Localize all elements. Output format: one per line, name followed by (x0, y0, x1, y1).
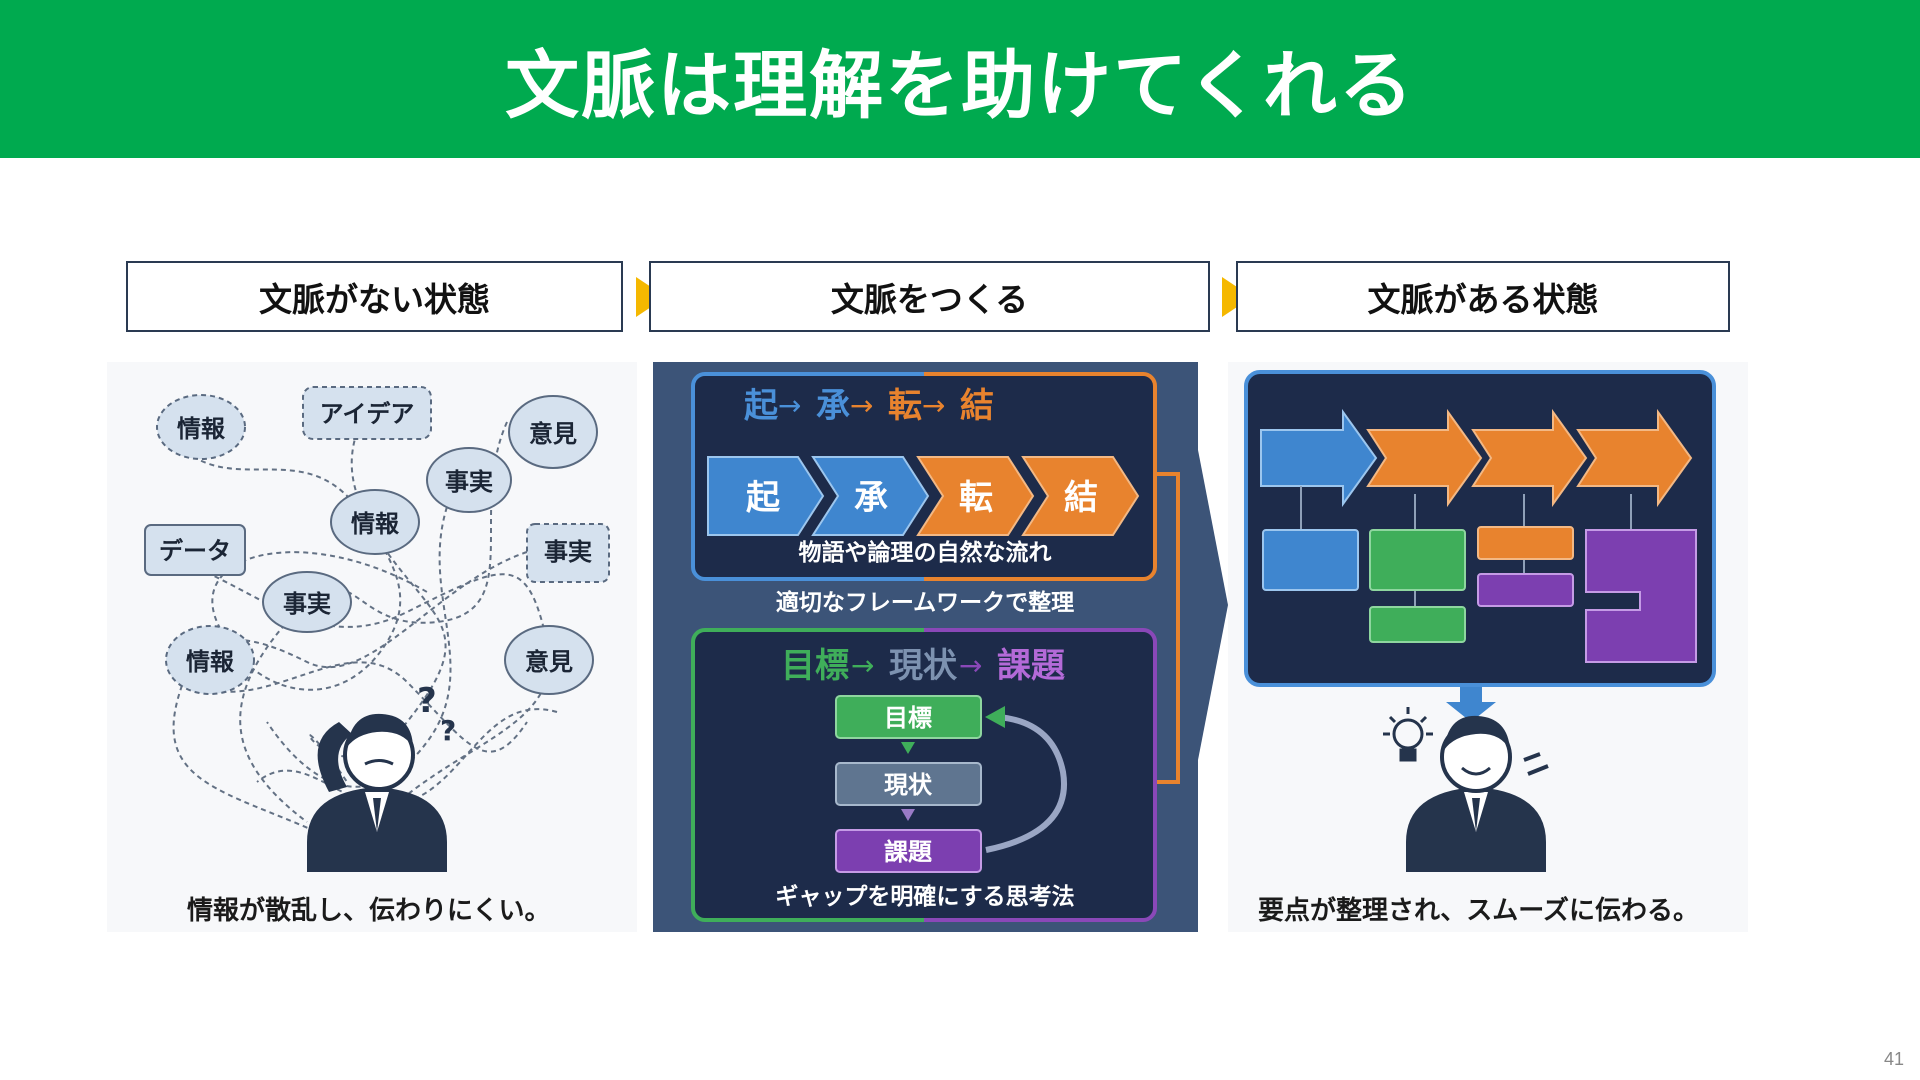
framework-illustration: 起 → 承 → 転 → 結 起 承 転 結 物語や論理の自然な流れ 適切なフレー… (691, 372, 1180, 922)
bubble-label: 事実 (445, 468, 493, 496)
story-heading-ten: 転 (888, 386, 922, 426)
svg-text:?: ? (417, 681, 437, 721)
bubble-label: 事実 (544, 538, 592, 566)
svg-text:目標: 目標 (884, 704, 932, 732)
bubble-label: 情報 (186, 648, 235, 676)
down-arrow-icon (1446, 687, 1496, 722)
gap-heading-arrow: → (959, 649, 982, 682)
bubble-label: 意見 (525, 648, 573, 676)
gap-box-goal: 目標 (835, 695, 982, 739)
story-heading-ketsu: 結 (960, 386, 994, 426)
left-caption: 情報が散乱し、伝わりにくい。 (187, 896, 551, 926)
svg-text:起: 起 (746, 478, 781, 518)
slide-title: 文脈は理解を助けてくれる (505, 42, 1415, 129)
bubble-info-1: 情報 (156, 394, 246, 460)
organized-info-illustration (1228, 362, 1748, 932)
story-arrow-ki: 起 (707, 456, 825, 536)
bubble-label: アイデア (320, 400, 415, 428)
gap-heading-issue: 課題 (997, 646, 1065, 686)
bubble-fact-3: 事実 (526, 523, 610, 583)
story-arrow-ten: 転 (916, 456, 1035, 536)
gap-box-issue: 課題 (835, 829, 982, 873)
title-banner: 文脈は理解を助けてくれる (0, 0, 1920, 158)
bubble-info-2: 情報 (330, 489, 420, 555)
story-heading-ki: 起 (744, 386, 779, 426)
page-number: 41 (1883, 1049, 1904, 1069)
svg-text:現状: 現状 (884, 771, 933, 799)
panel-with-context: 要点が整理され、スムーズに伝わる。 (1228, 362, 1748, 932)
bubble-label: 情報 (177, 415, 226, 443)
svg-text:承: 承 (854, 478, 888, 518)
story-caption: 物語や論理の自然な流れ (799, 539, 1052, 566)
bubble-fact-1: 事実 (426, 447, 512, 513)
panel-no-context: 情報 アイデア 意見 事実 情報 データ 事実 事実 (107, 362, 637, 932)
bubble-data: データ (144, 524, 246, 576)
bubble-label: データ (159, 537, 231, 565)
framework-caption: 適切なフレームワークで整理 (776, 589, 1074, 616)
gap-caption: ギャップを明確にする思考法 (775, 883, 1074, 910)
bubble-opinion-2: 意見 (504, 625, 594, 695)
svg-text:?: ? (440, 714, 456, 747)
gap-box-current: 現状 (835, 762, 982, 806)
step-header-no-context: 文脈がない状態 (126, 261, 623, 332)
step-header-with-context: 文脈がある状態 (1236, 261, 1730, 332)
svg-text:転: 転 (959, 478, 993, 518)
bubble-idea: アイデア (302, 386, 432, 440)
bubble-info-3: 情報 (165, 625, 255, 695)
story-heading-arrow: → (850, 389, 873, 422)
bubble-label: 意見 (529, 420, 577, 448)
bubble-fact-2: 事実 (262, 571, 352, 633)
story-heading-arrow: → (778, 389, 801, 422)
panel-create-context: 起 → 承 → 転 → 結 起 承 転 結 物語や論理の自然な流れ 適切なフレー… (653, 362, 1198, 932)
story-arrow-ketsu: 結 (1021, 456, 1140, 536)
bubble-label: 事実 (283, 590, 331, 618)
svg-text:課題: 課題 (884, 838, 933, 866)
gap-heading-current: 現状 (889, 646, 958, 686)
flow-arrow-icon (1198, 450, 1228, 760)
bubble-label: 情報 (351, 510, 400, 538)
scattered-info-illustration: 情報 アイデア 意見 事実 情報 データ 事実 事実 (107, 362, 637, 932)
gap-heading-arrow: → (851, 649, 874, 682)
gap-heading-goal: 目標 (781, 646, 849, 686)
happy-person-icon (1406, 715, 1549, 872)
step-header-create-context: 文脈をつくる (649, 261, 1210, 332)
story-heading-arrow: → (922, 389, 945, 422)
confused-person-icon: ? ? (307, 681, 456, 872)
story-heading-sho: 承 (816, 386, 850, 426)
right-caption: 要点が整理され、スムーズに伝わる。 (1258, 896, 1699, 926)
lightbulb-icon (1383, 707, 1433, 762)
svg-text:結: 結 (1064, 478, 1098, 518)
bubble-opinion-1: 意見 (508, 395, 598, 469)
story-arrow-sho: 承 (811, 456, 930, 536)
